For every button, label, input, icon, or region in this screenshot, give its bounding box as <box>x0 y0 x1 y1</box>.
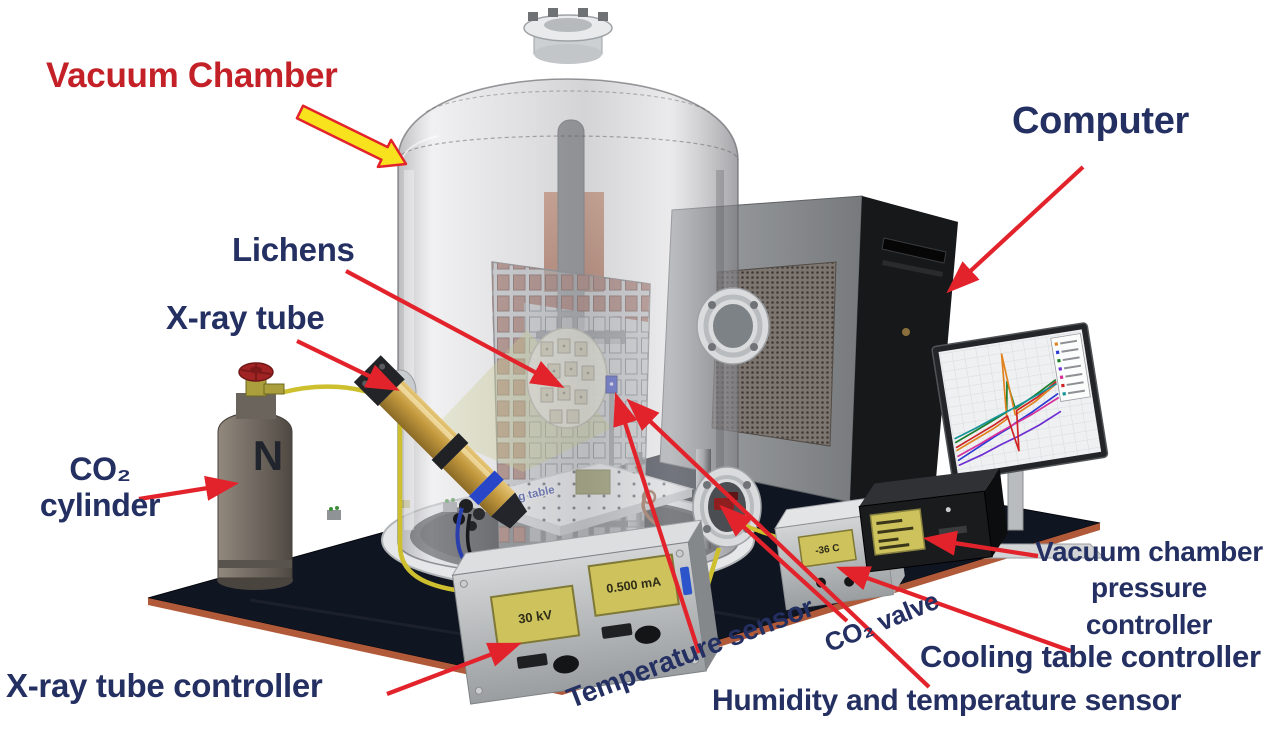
label-xray-tube-controller: X-ray tube controller <box>6 667 323 704</box>
pressure-display <box>869 508 926 556</box>
kv-display <box>489 584 581 648</box>
label-pressure-controller: Vacuum chamber pressure controller <box>1035 536 1263 640</box>
cylinder-valve <box>238 362 285 397</box>
xray-controller-box: 30 kV 0.500 mA <box>451 519 720 705</box>
mat-copper-edge <box>148 523 1100 695</box>
label-cooling-table-controller: Cooling table controller <box>920 639 1261 674</box>
arrow-cooling-controller <box>836 566 1072 653</box>
arrow-xray-tube <box>296 339 400 391</box>
arrow-temperature-sensor <box>613 392 701 654</box>
monitor-chart-legend <box>1050 333 1091 402</box>
label-computer: Computer <box>1012 100 1190 142</box>
indicator-led <box>945 507 951 513</box>
label-xray-tube: X-ray tube <box>166 299 325 336</box>
arrow-computer <box>946 165 1085 294</box>
kv-knob <box>553 655 579 674</box>
arrow-co2-valve <box>719 504 849 623</box>
ma-knob <box>634 625 661 644</box>
arrow-lichens <box>345 269 565 388</box>
arrow-vacuum-chamber <box>295 104 408 169</box>
pressure-controller-box <box>858 468 1008 573</box>
dvd-drive-slot <box>881 237 947 264</box>
cylinder-mark: N <box>253 432 283 479</box>
arrow-pressure-controller <box>922 530 1039 559</box>
temperature-display <box>797 528 857 568</box>
monitor-stand <box>1007 467 1024 531</box>
arrow-xray-controller <box>386 642 522 696</box>
tower-front-bezel <box>850 196 958 526</box>
monitor-chart <box>954 353 1062 466</box>
arrow-humidity-sensor <box>626 398 931 689</box>
label-lichens: Lichens <box>232 231 355 268</box>
label-vacuum-chamber: Vacuum Chamber <box>46 56 338 95</box>
label-co2-cylinder: CO₂ cylinder <box>39 451 161 523</box>
label-humidity-temperature-sensor: Humidity and temperature sensor <box>712 684 1182 717</box>
annotation-arrows <box>138 165 1085 696</box>
power-button <box>902 328 910 336</box>
vacuum-chamber-glass <box>397 8 739 576</box>
power-switch <box>679 566 693 596</box>
arrow-co2-cylinder <box>138 475 240 502</box>
kv-display-value: 30 kV <box>517 607 553 627</box>
co2-cylinder-device: N <box>217 362 293 590</box>
temperature-display-value: -36 C <box>815 543 841 557</box>
chamber-side-flange-upper <box>696 287 770 365</box>
